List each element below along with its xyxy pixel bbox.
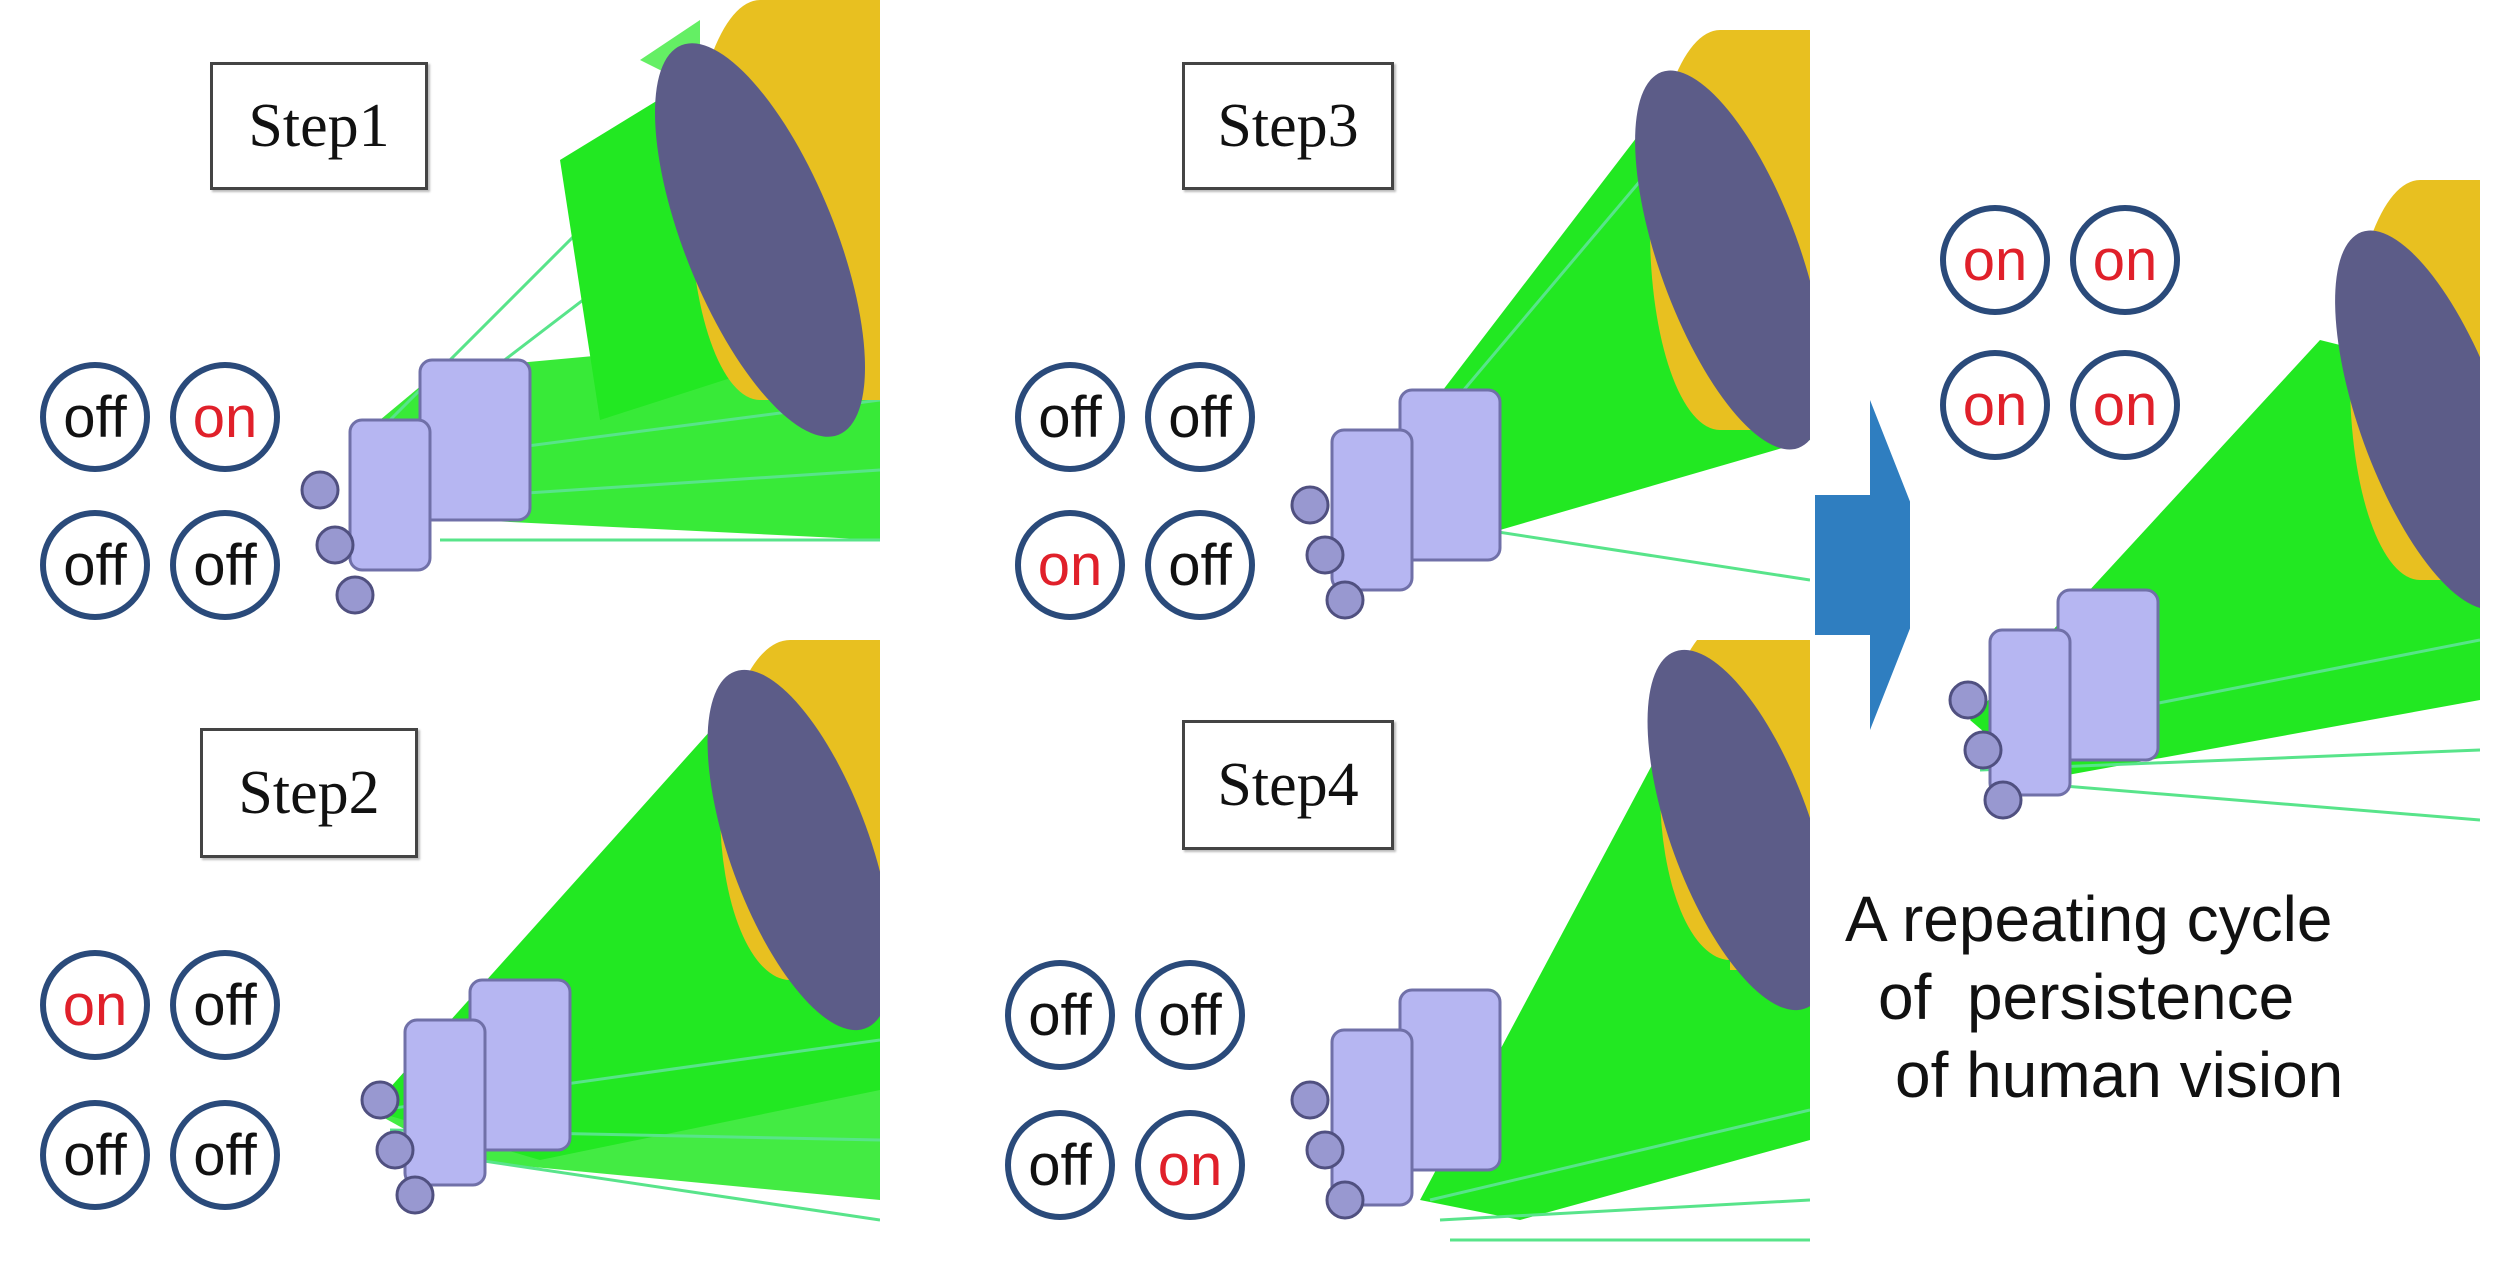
step2-led-top-right: off	[170, 950, 280, 1060]
step1-led-bottom-left: off	[40, 510, 150, 620]
lens-assembly-icon	[1948, 588, 2160, 820]
screen-icon	[1647, 640, 1810, 1011]
step3-label: Step3	[1182, 62, 1394, 190]
step3-led-top-left: off	[1015, 362, 1125, 472]
step3-led-bottom-right: off	[1145, 510, 1255, 620]
step3-panel: Step3 off off on off	[960, 0, 1810, 640]
projector-diagram	[360, 640, 880, 1222]
step4-led-bottom-left: off	[1005, 1110, 1115, 1220]
caption-line-1: A repeating cycle	[1845, 883, 2333, 955]
step4-led-top-left: off	[1005, 960, 1115, 1070]
caption-line-2: of persistence	[1878, 961, 2295, 1033]
screen-icon	[2335, 180, 2480, 610]
step1-led-top-left: off	[40, 362, 150, 472]
result-led-top-right: on	[2070, 205, 2180, 315]
screen-icon	[655, 0, 880, 437]
result-led-bottom-right: on	[2070, 350, 2180, 460]
step3-led-bottom-left: on	[1015, 510, 1125, 620]
step2-panel: Step2 on off off off	[0, 640, 880, 1266]
step4-led-bottom-right: on	[1135, 1110, 1245, 1220]
screen-icon	[1635, 30, 1810, 450]
lens-assembly-icon	[360, 978, 572, 1215]
step1-led-bottom-right: off	[170, 510, 280, 620]
lens-assembly-icon	[1290, 388, 1502, 620]
screen-icon	[707, 640, 880, 1031]
step2-led-top-left: on	[40, 950, 150, 1060]
step3-led-top-right: off	[1145, 362, 1255, 472]
step4-panel: Step4 off off off on	[960, 640, 1810, 1266]
projector-diagram	[1948, 180, 2480, 822]
lens-assembly-icon	[1290, 988, 1502, 1220]
projector-diagram	[1290, 640, 1810, 1242]
caption-line-3: of human vision	[1895, 1039, 2344, 1111]
lens-assembly-icon	[300, 358, 532, 615]
step4-label: Step4	[1182, 720, 1394, 850]
projector-diagram	[300, 0, 880, 615]
step2-label: Step2	[200, 728, 418, 858]
right-arrow-icon	[1815, 400, 1935, 730]
result-led-top-left: on	[1940, 205, 2050, 315]
step2-led-bottom-left: off	[40, 1100, 150, 1210]
step1-label: Step1	[210, 62, 428, 190]
step4-led-top-right: off	[1135, 960, 1245, 1070]
step1-panel: Step1 off on off off	[0, 0, 880, 640]
result-led-bottom-left: on	[1940, 350, 2050, 460]
step1-led-top-right: on	[170, 362, 280, 472]
step2-led-bottom-right: off	[170, 1100, 280, 1210]
projector-diagram	[1290, 30, 1810, 620]
